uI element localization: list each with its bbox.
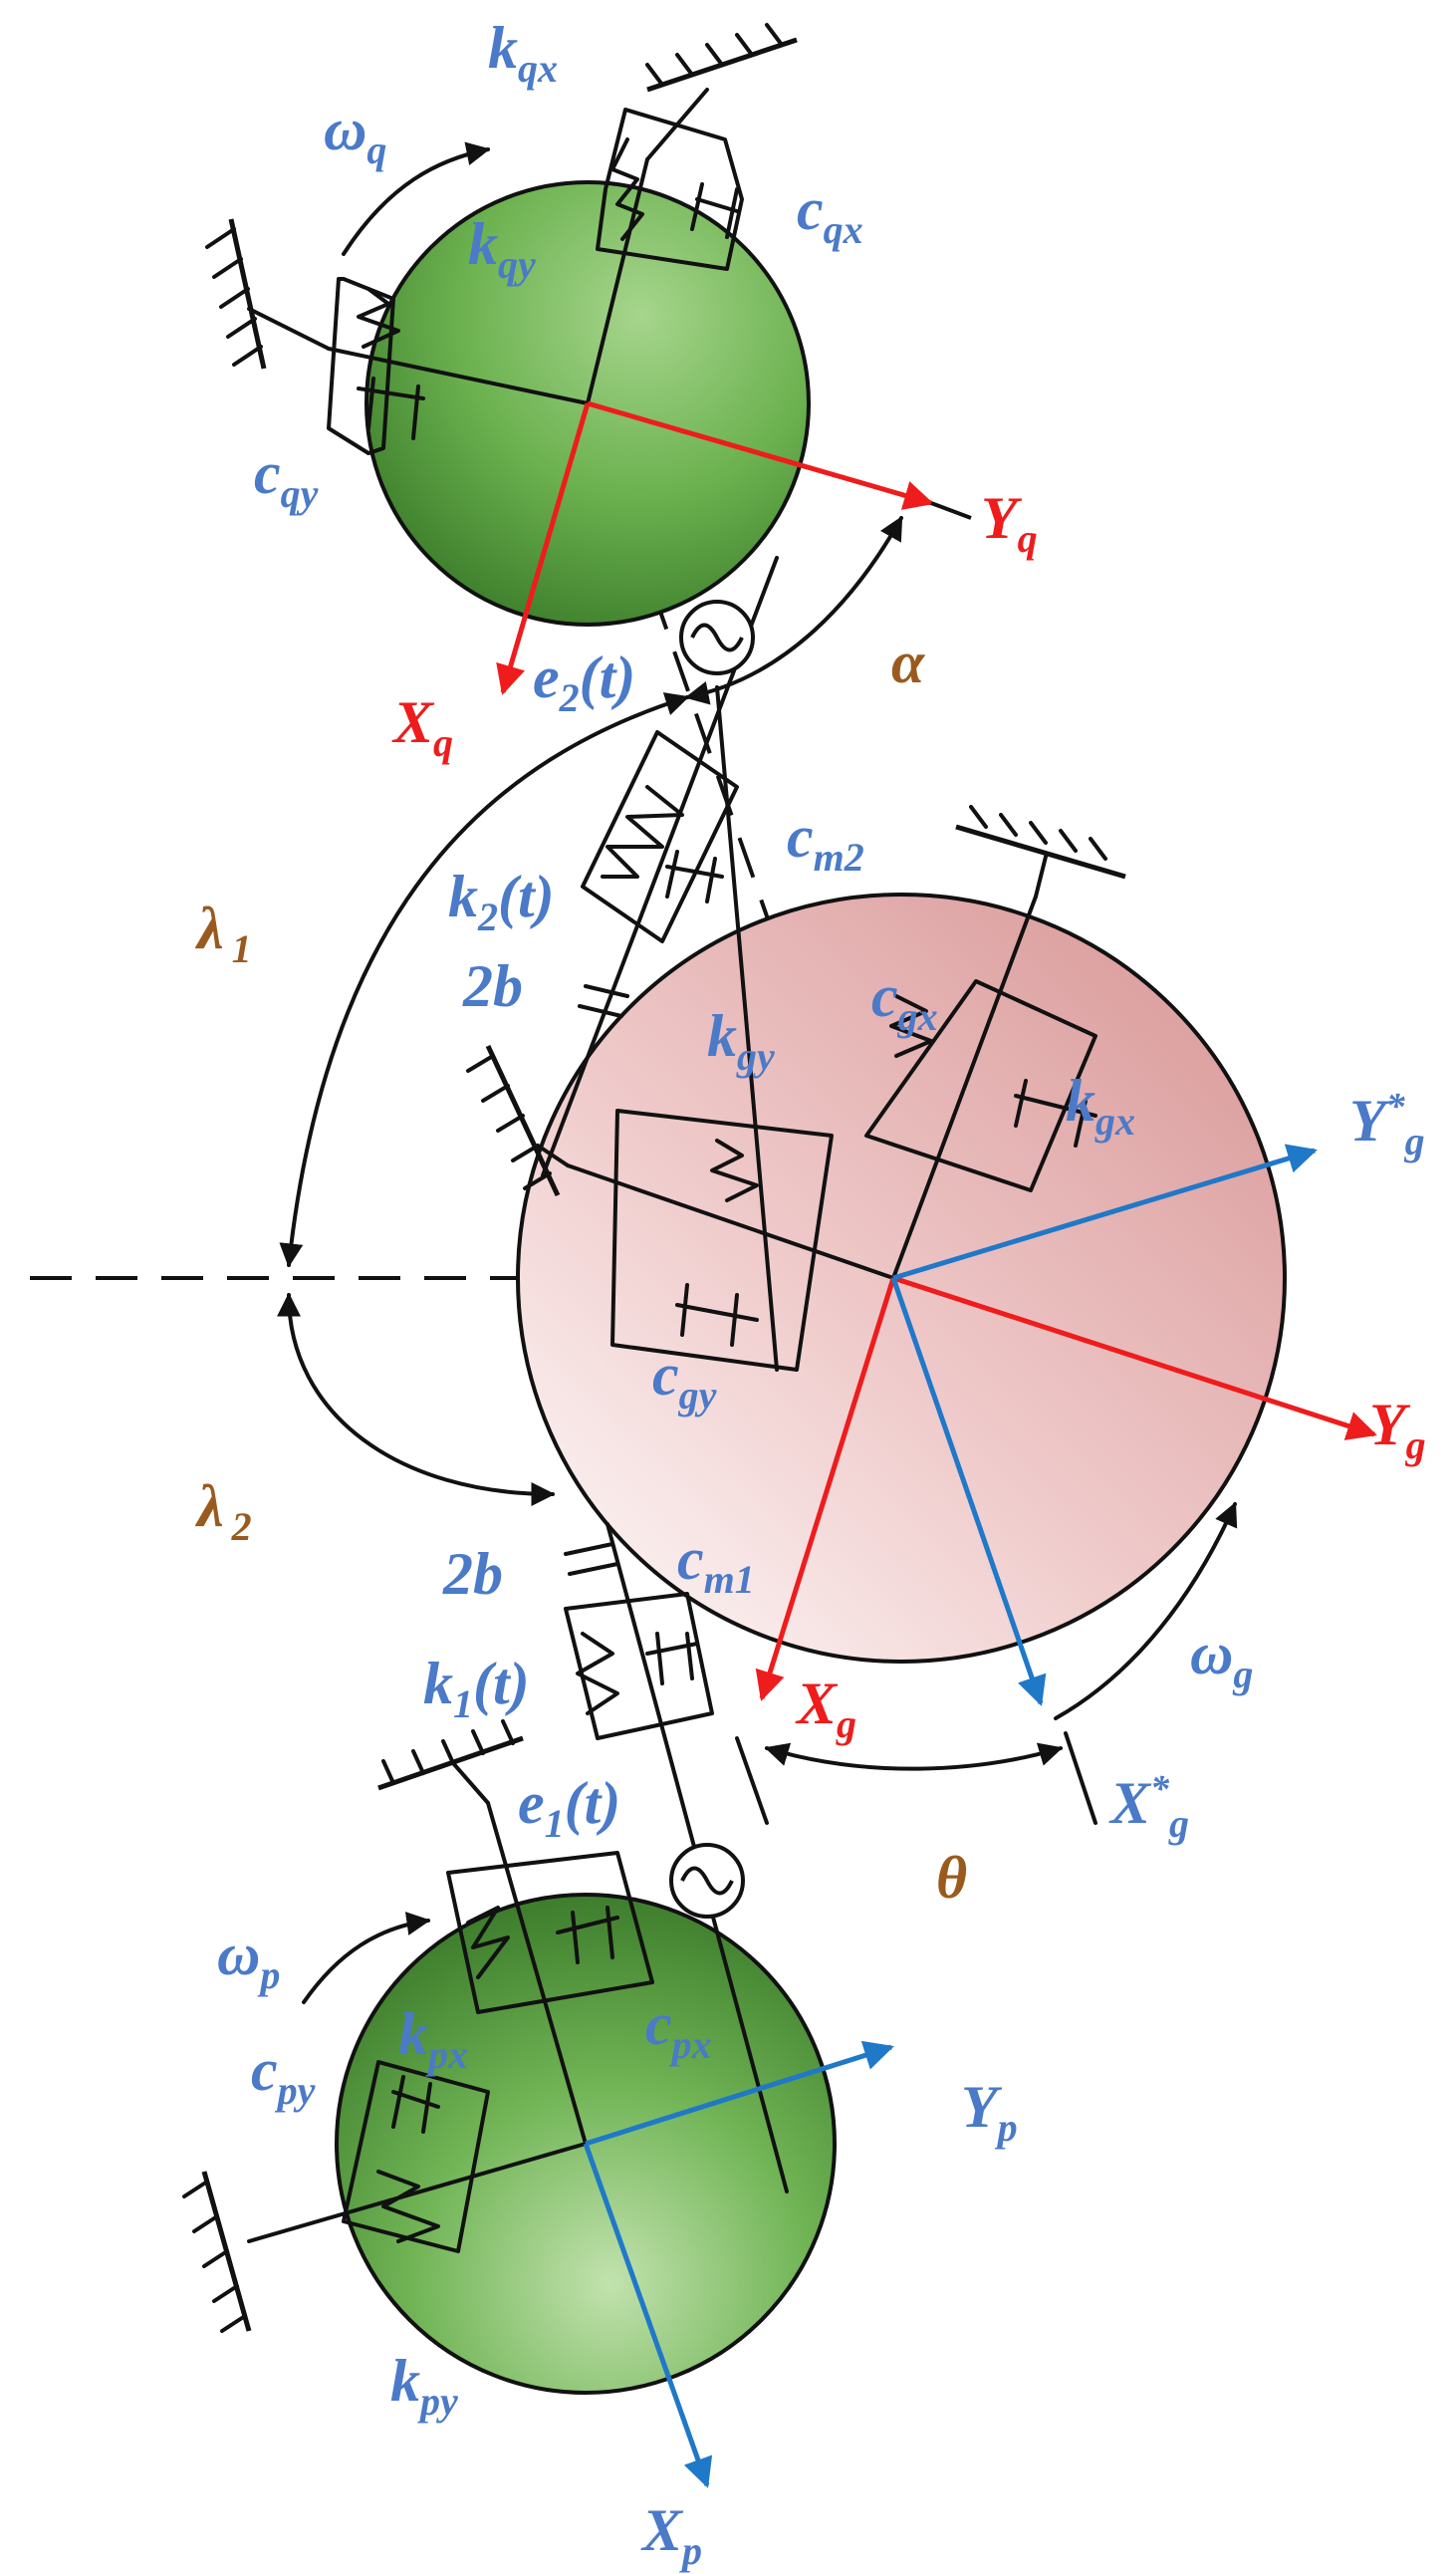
label-k-qx: kqx [488, 15, 558, 91]
label-X-p: Xp [640, 2497, 702, 2573]
error-source-e2-icon [679, 600, 755, 675]
label-k2: k2(t) [448, 864, 555, 939]
axis-X-g-arrow [755, 1277, 896, 1701]
label-c-gy: cgy [652, 1342, 717, 1417]
label-omega-g: ωg [1190, 1621, 1253, 1696]
label-Y-g: Yg [1369, 1392, 1426, 1467]
label-X-q: Xq [391, 689, 453, 765]
axis-Y-q-extension [930, 501, 972, 520]
lower-mesh-spring-damper [564, 1542, 714, 1740]
label-c-gx: cgx [871, 963, 938, 1039]
lambda1-angle-arc [279, 692, 690, 1268]
label-k-py: kpy [390, 2348, 458, 2424]
axis-Y-g-star-arrow [892, 1144, 1318, 1281]
label-Y-q: Yq [981, 485, 1038, 561]
alpha-angle-arc [684, 515, 903, 705]
label-c-px: cpx [645, 1991, 712, 2067]
label-alpha: α [891, 630, 925, 695]
label-Y-p: Yp [961, 2074, 1018, 2150]
theta-start-tick [735, 1736, 769, 1825]
omega-g-rotation-arrow [1054, 1501, 1238, 1720]
label-theta: θ [936, 1845, 967, 1911]
axis-Y-q-arrow [587, 400, 934, 510]
omega-p-rotation-arrow [302, 1912, 431, 2004]
label-k-px: kpx [398, 2001, 468, 2077]
label-c-qx: cqx [797, 176, 863, 252]
theta-angle-arc [764, 1742, 1064, 1771]
label-X-g-star: X*g [1108, 1768, 1189, 1846]
axis-X-q-arrow [496, 402, 591, 695]
label-c-qy: cqy [254, 440, 319, 516]
label-Y-g-star: Y*g [1349, 1086, 1425, 1163]
label-c-m2: cm2 [787, 804, 864, 880]
gear-q-supports [205, 23, 798, 455]
label-backlash-upper: 2b [462, 953, 523, 1019]
axis-Y-g-arrow [892, 1275, 1377, 1440]
label-c-m1: cm1 [677, 1526, 755, 1602]
label-c-py: cpy [251, 2037, 316, 2113]
label-k1: k1(t) [423, 1651, 530, 1726]
label-backlash-lower: 2b [442, 1541, 503, 1607]
label-omega-p: ωp [217, 1922, 280, 1997]
label-e1: e1(t) [518, 1770, 620, 1846]
axis-Y-p-arrow [585, 2040, 894, 2147]
axis-X-g-star-arrow [890, 1277, 1047, 1706]
label-omega-q: ωq [324, 97, 386, 172]
label-k-gy: kgy [707, 1003, 775, 1079]
label-X-g: Xg [795, 1671, 856, 1746]
label-k-gx: kgx [1066, 1068, 1135, 1144]
theta-end-tick [1064, 1731, 1097, 1825]
omega-q-rotation-arrow [342, 141, 491, 256]
label-e2: e2(t) [533, 644, 635, 720]
label-k-qy: kqy [468, 211, 536, 287]
gear-p-supports [182, 1719, 654, 2333]
axis-X-p-arrow [583, 2143, 713, 2488]
lambda2-angle-arc [277, 1292, 556, 1506]
error-source-e1-icon [669, 1843, 745, 1919]
